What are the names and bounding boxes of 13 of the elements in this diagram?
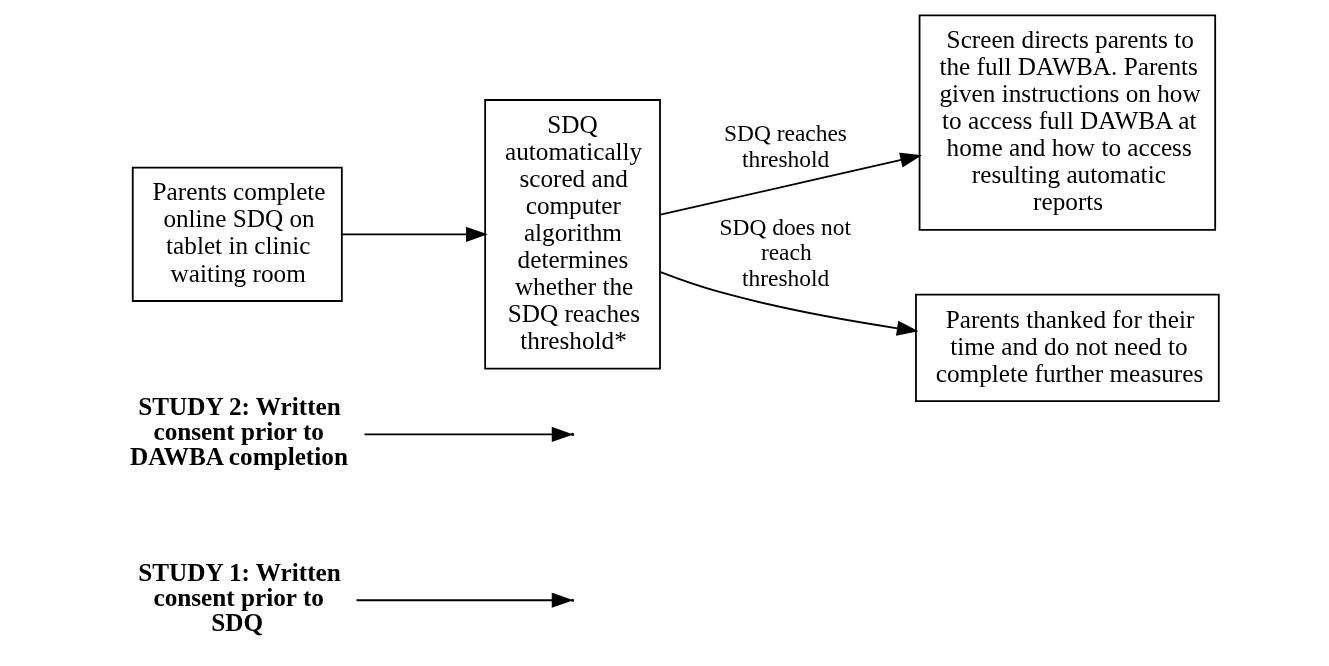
node-text: STUDY 2: Written consent prior to DAWBA completion [130,392,348,471]
arrow [659,271,919,336]
arrow [363,426,574,442]
node-box: Parents thanked for their time and do not need to complete further measures [915,293,1220,402]
edge-label: SDQ reaches threshold [723,120,847,172]
edge-label: SDQ does not reach threshold [719,214,851,291]
arrow [355,592,574,608]
node-box: Screen directs parents to the full DAWBA. Parents given instructions on how to access full DAWBA at home and how to access resulting automatic reports [918,14,1217,231]
arrow [341,226,488,242]
node-text: STUDY 1: Written consent prior to SDQ [138,558,341,637]
node-box: SDQ automatically scored and computer algorithm determines whether the SDQ reaches threshold* [484,99,661,370]
node-box: Parents complete online SDQ on tablet in clinic waiting room [131,166,343,302]
arrow [659,152,922,216]
